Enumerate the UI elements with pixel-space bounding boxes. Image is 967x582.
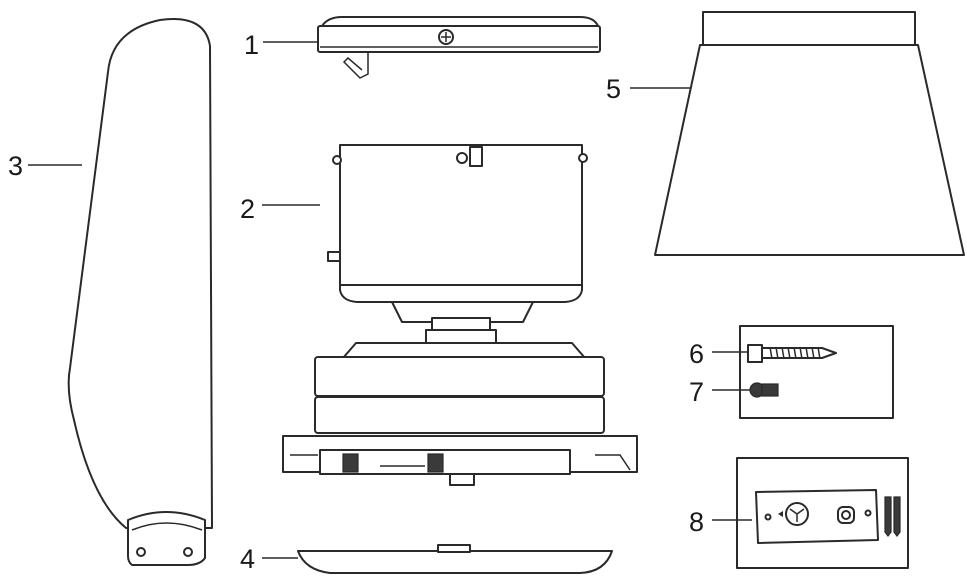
part-3-blade [67,18,213,566]
bolt-shaft [761,383,779,397]
cap-tab [437,544,471,553]
mount-screw-left [342,453,359,473]
callout-2: 2 [240,194,255,224]
wall-anchors [884,496,901,537]
callout-7: 7 [689,377,704,407]
housing-tab-screw [456,152,468,164]
part-4-switch-cap [297,544,613,574]
part-6-wood-screw [747,344,837,363]
plate-hole-right [864,509,872,517]
housing-screw-left [332,155,342,165]
mount-ring-cutouts [290,454,631,471]
part-5-shade [654,11,965,256]
hardware-box-8 [736,457,909,569]
plate-lip [321,16,599,27]
part-8-wall-plate [755,489,879,544]
hardware-box-6-7 [739,325,894,419]
callout-1: 1 [244,30,259,60]
plate-square-inner [841,510,851,520]
switch-stub [449,473,475,486]
blade-body [67,18,213,529]
screw-shaft [761,347,837,359]
callout-4: 4 [240,544,255,574]
callout-6: 6 [689,339,704,369]
neck [391,301,534,323]
plate-screw-slot [441,32,451,42]
cap-body [297,550,613,574]
bracket-hole-right [183,547,193,557]
anchor-left [884,496,892,537]
plate-body [317,25,601,53]
collar [431,317,491,331]
box-6-7 [739,325,894,419]
housing-tab [469,146,483,167]
plate-arrow-icon [778,511,783,517]
housing-screw-right [578,153,588,163]
screw-thread [769,346,821,360]
callout-3: 3 [8,151,23,181]
shade-body [654,44,965,256]
callout-5: 5 [606,74,621,104]
housing-pin [327,251,341,262]
housing [339,144,583,286]
shade-collar [702,11,916,46]
blade-bracket-edge [131,522,203,531]
plate-body [755,489,879,544]
bracket-hole-left [136,547,146,557]
part-2-motor-assembly [282,144,638,486]
mount-screw-right [427,453,444,473]
part-1-mounting-plate [317,16,601,79]
screw-head [747,344,763,363]
hanger-hook [342,52,369,79]
motor-top [342,342,586,359]
plate-y-mark [789,508,805,522]
motor-band-lower [314,396,605,434]
plate-hole-left [764,513,772,521]
part-7-bolt [749,382,779,398]
mount-underside [319,449,571,475]
blade-bracket [127,511,206,566]
motor-band-upper [314,356,605,397]
housing-bottom [339,284,583,303]
anchor-right [893,496,901,537]
callout-8: 8 [689,507,704,537]
